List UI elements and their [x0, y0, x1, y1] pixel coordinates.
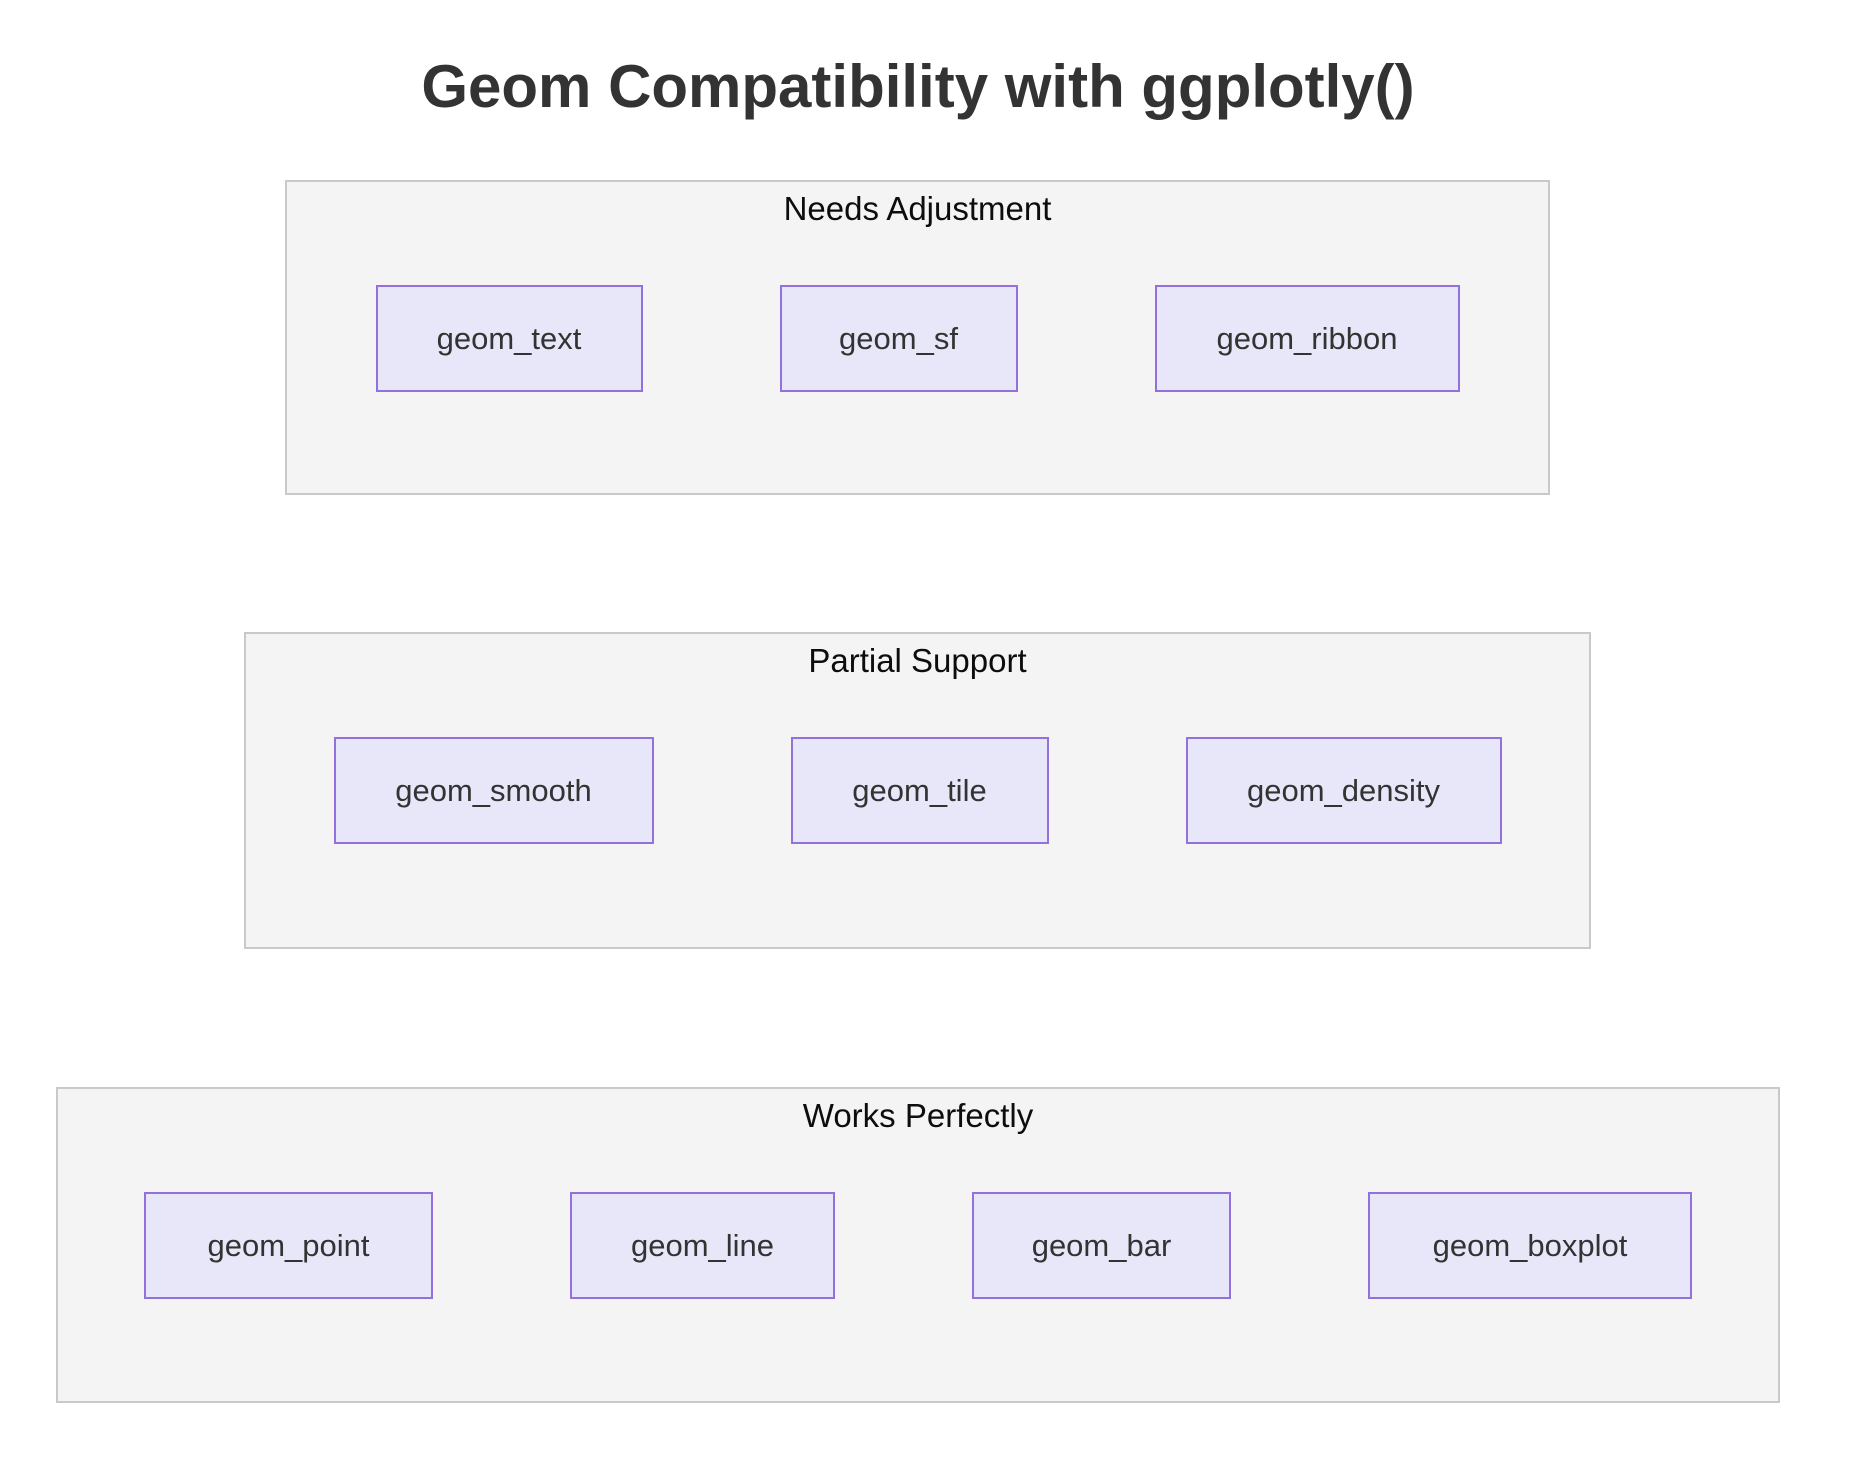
node-geom-ribbon: geom_ribbon	[1154, 285, 1460, 392]
node-geom-ribbon-label: geom_ribbon	[1216, 320, 1398, 356]
node-geom-density-label: geom_density	[1246, 772, 1440, 808]
node-geom-smooth: geom_smooth	[333, 737, 654, 844]
node-geom-sf: geom_sf	[779, 285, 1018, 392]
group-needs-adjustment: Needs Adjustment geom_text geom_sf geom_…	[285, 180, 1550, 495]
node-geom-boxplot: geom_boxplot	[1368, 1192, 1692, 1299]
node-geom-point-label: geom_point	[207, 1227, 370, 1263]
diagram-title: Geom Compatibility with ggplotly()	[421, 53, 1415, 120]
node-row-partial-support: geom_smooth geom_tile geom_density	[246, 737, 1589, 844]
node-geom-smooth-label: geom_smooth	[395, 772, 592, 808]
node-geom-boxplot-label: geom_boxplot	[1432, 1227, 1628, 1263]
node-geom-text: geom_text	[375, 285, 643, 392]
node-geom-bar: geom_bar	[972, 1192, 1231, 1299]
group-partial-support: Partial Support geom_smooth geom_tile ge…	[244, 632, 1591, 949]
node-geom-sf-label: geom_sf	[839, 320, 958, 356]
group-partial-support-label: Partial Support	[808, 642, 1027, 679]
node-row-works-perfectly: geom_point geom_line geom_bar geom_boxpl…	[58, 1192, 1778, 1299]
node-geom-point: geom_point	[144, 1192, 433, 1299]
node-geom-line-label: geom_line	[630, 1227, 775, 1263]
group-works-perfectly: Works Perfectly geom_point geom_line geo…	[56, 1087, 1780, 1403]
group-works-perfectly-label: Works Perfectly	[802, 1097, 1034, 1134]
node-geom-density: geom_density	[1185, 737, 1502, 844]
node-row-needs-adjustment: geom_text geom_sf geom_ribbon	[287, 285, 1548, 392]
node-geom-line: geom_line	[570, 1192, 835, 1299]
node-geom-tile: geom_tile	[790, 737, 1049, 844]
node-geom-bar-label: geom_bar	[1031, 1227, 1172, 1263]
group-needs-adjustment-label: Needs Adjustment	[783, 190, 1052, 227]
node-geom-tile-label: geom_tile	[852, 772, 987, 808]
node-geom-text-label: geom_text	[436, 320, 582, 356]
